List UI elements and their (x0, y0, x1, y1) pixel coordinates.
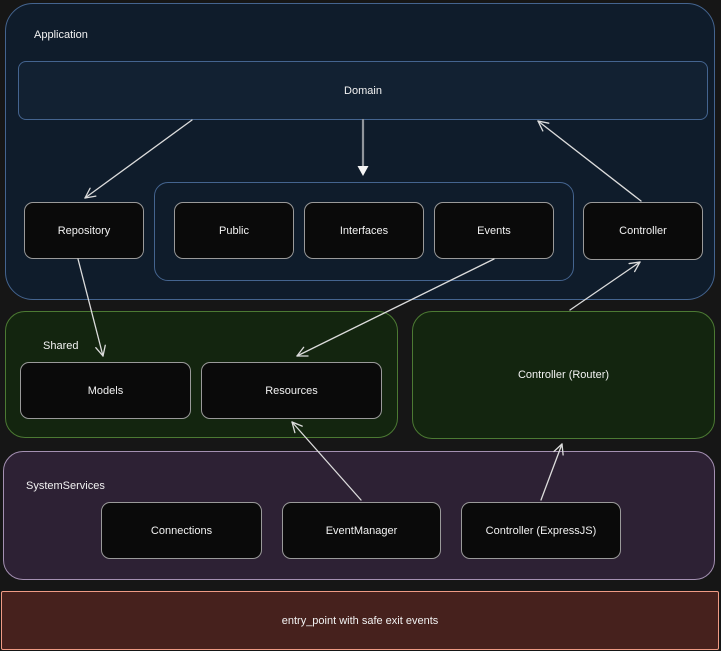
node-interfaces: Interfaces (304, 202, 424, 259)
shared-container: Shared Models Resources (5, 311, 398, 438)
node-domain-label: Domain (344, 84, 382, 97)
node-models: Models (20, 362, 191, 419)
system-services-label: SystemServices (26, 480, 105, 492)
entry-point-box: entry_point with safe exit events (1, 591, 719, 650)
node-public: Public (174, 202, 294, 259)
system-services-container: SystemServices Connections EventManager … (3, 451, 715, 580)
node-resources-label: Resources (265, 384, 318, 397)
node-public-label: Public (219, 224, 249, 237)
node-connections-label: Connections (150, 524, 213, 537)
node-controller-label: Controller (619, 225, 667, 237)
node-connections: Connections (101, 502, 262, 559)
node-controller-expressjs: Controller (ExpressJS) (461, 502, 621, 559)
node-models-label: Models (87, 384, 124, 397)
node-event-manager-label: EventManager (325, 524, 398, 537)
node-event-manager: EventManager (282, 502, 441, 559)
node-repository-label: Repository (57, 224, 111, 237)
node-controller-expressjs-label: Controller (ExpressJS) (485, 524, 597, 537)
application-label: Application (34, 29, 88, 41)
shared-label: Shared (43, 340, 79, 352)
node-resources: Resources (201, 362, 382, 419)
node-repository: Repository (24, 202, 144, 259)
controller-router-label: Controller (Router) (517, 369, 610, 381)
entry-point-label: entry_point with safe exit events (281, 614, 439, 627)
node-controller: Controller (583, 202, 703, 260)
node-domain: Domain (18, 61, 708, 120)
node-events-label: Events (477, 224, 511, 237)
application-container: Application Domain Repository Public Int… (5, 3, 715, 300)
node-interfaces-label: Interfaces (339, 224, 389, 237)
node-events: Events (434, 202, 554, 259)
controller-router-container: Controller (Router) (412, 311, 715, 439)
